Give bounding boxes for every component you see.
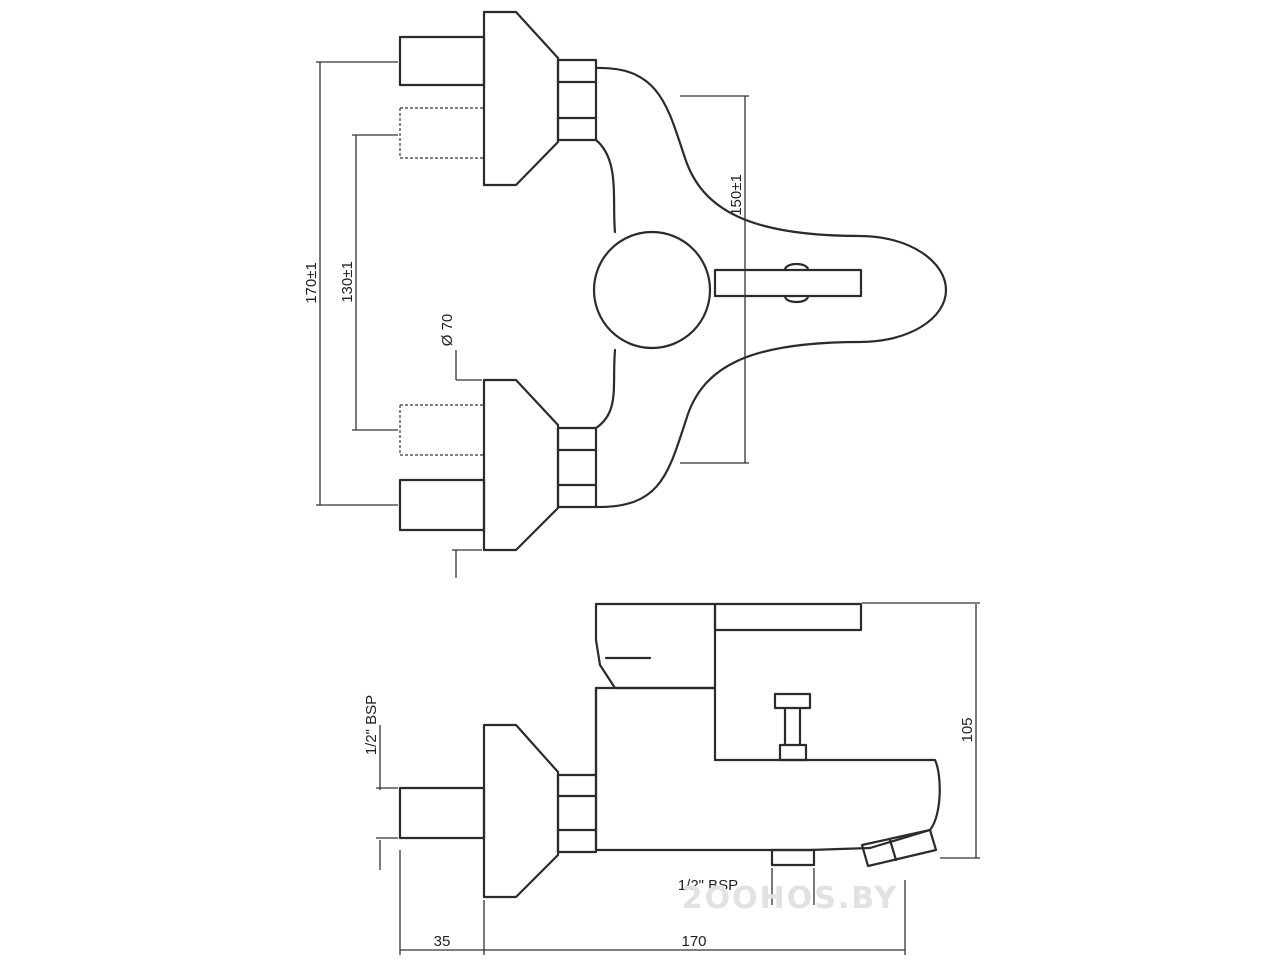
dim-150-line	[680, 95, 749, 464]
cartridge-circle	[592, 230, 712, 350]
dim-diameter-line	[452, 350, 482, 578]
dim-label-35: 35	[434, 933, 451, 950]
upper-pipe	[398, 35, 486, 87]
upper-threaded-pipe	[399, 107, 484, 159]
lower-hex-nut	[556, 426, 598, 509]
dim-label-170-side: 170	[681, 933, 706, 950]
dim-170-line	[316, 61, 398, 506]
dim-label-diameter: Ø 70	[439, 314, 456, 347]
side-lever-housing	[594, 602, 717, 690]
lever-pivot	[783, 262, 810, 304]
dim-label-105: 105	[959, 717, 976, 742]
dim-35-line	[399, 850, 485, 955]
dim-bottom-bsp-line	[771, 868, 815, 905]
side-lever-handle	[713, 602, 863, 632]
lower-threaded-pipe	[399, 404, 484, 456]
spout-outlet	[860, 828, 938, 868]
dim-label-150: 150±1	[728, 174, 745, 216]
lower-flange	[482, 378, 560, 552]
dim-170-side-line	[484, 880, 906, 955]
side-hex-nut	[556, 773, 598, 854]
lower-pipe	[398, 478, 486, 532]
dim-label-130: 130±1	[339, 261, 356, 303]
mixer-body-inner	[594, 138, 617, 430]
dim-bsp-line	[376, 725, 398, 870]
upper-hex-nut	[556, 58, 598, 142]
dim-label-outlet-bsp: 1/2" BSP	[678, 877, 738, 894]
mixer-body-outline	[594, 66, 948, 509]
dim-label-inlet-bsp: 1/2" BSP	[363, 695, 380, 755]
side-flange	[482, 723, 560, 899]
dim-label-170: 170±1	[303, 262, 320, 304]
diverter-knob	[773, 692, 812, 762]
side-view: 105 1/2" BSP 1/2" BSP 35 170 2OOHOS.BY	[363, 602, 980, 955]
watermark: 2OOHOS.BY	[682, 881, 898, 916]
upper-flange	[482, 10, 560, 187]
top-view: 170±1 130±1 Ø 70 150±1	[303, 10, 948, 578]
dim-130-line	[352, 134, 398, 431]
lever-handle	[713, 268, 863, 298]
dim-105-line	[862, 602, 980, 859]
side-pipe	[398, 786, 486, 840]
bottom-outlet	[770, 848, 816, 867]
side-body	[594, 686, 941, 852]
